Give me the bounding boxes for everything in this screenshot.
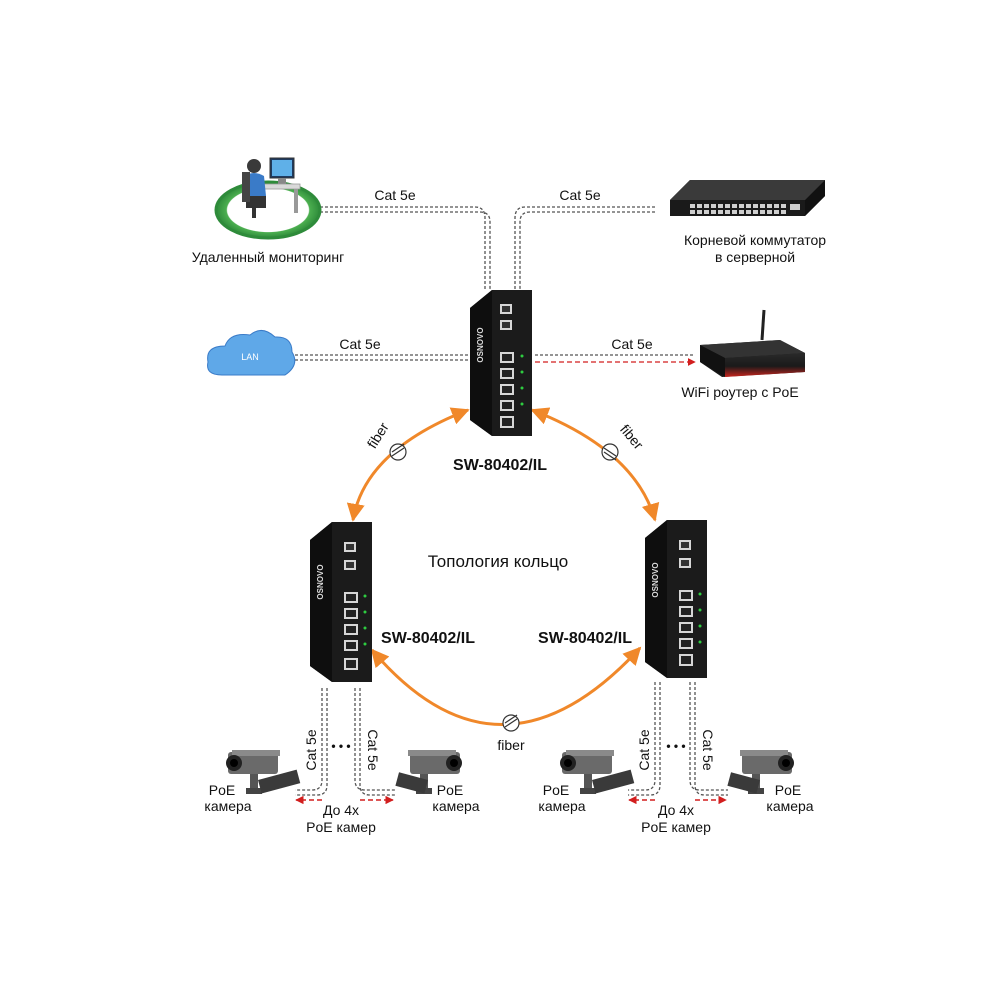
cable-label-root-switch: Cat 5e [559, 187, 600, 203]
switch-right-brand: OSNOVO [651, 562, 660, 597]
poe-camera-icon [226, 750, 301, 794]
cable-right-cam-b [689, 682, 728, 796]
cam4-label-line2: камера [766, 798, 813, 814]
fiber-label-bottom: fiber [497, 737, 525, 753]
poe-camera-icon [727, 750, 794, 794]
fiber-label-left: fiber [364, 419, 392, 451]
poe-camera-icon [395, 750, 462, 794]
cable-label-right-cam-b: Cat 5e [700, 729, 716, 770]
root-switch-label-line2: в серверной [715, 249, 795, 265]
cable-label-right-cam-a: Cat 5e [636, 729, 652, 770]
cam1-label-line2: камера [204, 798, 251, 814]
cable-lan [290, 354, 470, 361]
cam3-label-line2: камера [538, 798, 585, 814]
switch-right: OSNOVO [645, 520, 707, 678]
dots-left: • • • [331, 739, 350, 753]
switch-left-model: SW-80402/IL [381, 630, 475, 647]
fiber-arc-left [346, 407, 470, 522]
cam2-label-line2: камера [432, 798, 479, 814]
switch-top-model: SW-80402/IL [453, 457, 547, 474]
switch-top-brand: OSNOVO [476, 327, 485, 362]
cam3-label-line1: PoE [543, 782, 569, 798]
cable-label-router: Cat 5e [611, 336, 652, 352]
cam1-label-line1: PoE [209, 782, 235, 798]
fiber-arc-bottom [370, 646, 642, 726]
poe-camera-icon [560, 750, 635, 794]
root-switch-label-line1: Корневой коммутатор [684, 232, 826, 248]
dots-right: • • • [666, 739, 685, 753]
fiber-splice-icon [389, 443, 407, 461]
switch-left-brand: OSNOVO [316, 564, 325, 599]
switch-left: OSNOVO [310, 522, 372, 682]
lan-cloud-icon: LAN [207, 330, 296, 376]
lan-label: LAN [241, 352, 259, 362]
cable-right-cam-a [628, 682, 661, 796]
root-switch-icon [670, 180, 825, 216]
cam2-label-line1: PoE [437, 782, 463, 798]
fiber-label-right: fiber [617, 421, 647, 452]
cable-label-lan: Cat 5e [339, 336, 380, 352]
fiber-arc-right [530, 407, 660, 522]
up-to-4-right-line1: До 4x [658, 802, 694, 818]
wifi-router-icon [700, 309, 805, 377]
wifi-router-label: WiFi роутер с PoE [681, 384, 798, 400]
cable-left-cam-b [354, 688, 395, 796]
remote-monitoring-label: Удаленный мониторинг [192, 249, 344, 265]
topology-title: Топология кольцо [428, 552, 568, 571]
cable-root-switch [514, 206, 655, 290]
up-to-4-left-line1: До 4x [323, 802, 359, 818]
cable-label-left-cam-a: Cat 5e [303, 729, 319, 770]
cable-monitoring [320, 206, 491, 290]
cable-left-cam-a [295, 688, 328, 796]
switch-top: OSNOVO [470, 290, 532, 436]
cable-label-monitoring: Cat 5e [374, 187, 415, 203]
fiber-splice-icon [502, 714, 520, 732]
up-to-4-right-line2: PoE камер [641, 819, 711, 835]
cable-label-left-cam-b: Cat 5e [365, 729, 381, 770]
monitoring-workstation-icon [214, 157, 322, 240]
cable-router [535, 354, 696, 366]
up-to-4-left-line2: PoE камер [306, 819, 376, 835]
cam4-label-line1: PoE [775, 782, 801, 798]
fiber-splice-icon [601, 443, 619, 461]
switch-right-model: SW-80402/IL [538, 630, 632, 647]
